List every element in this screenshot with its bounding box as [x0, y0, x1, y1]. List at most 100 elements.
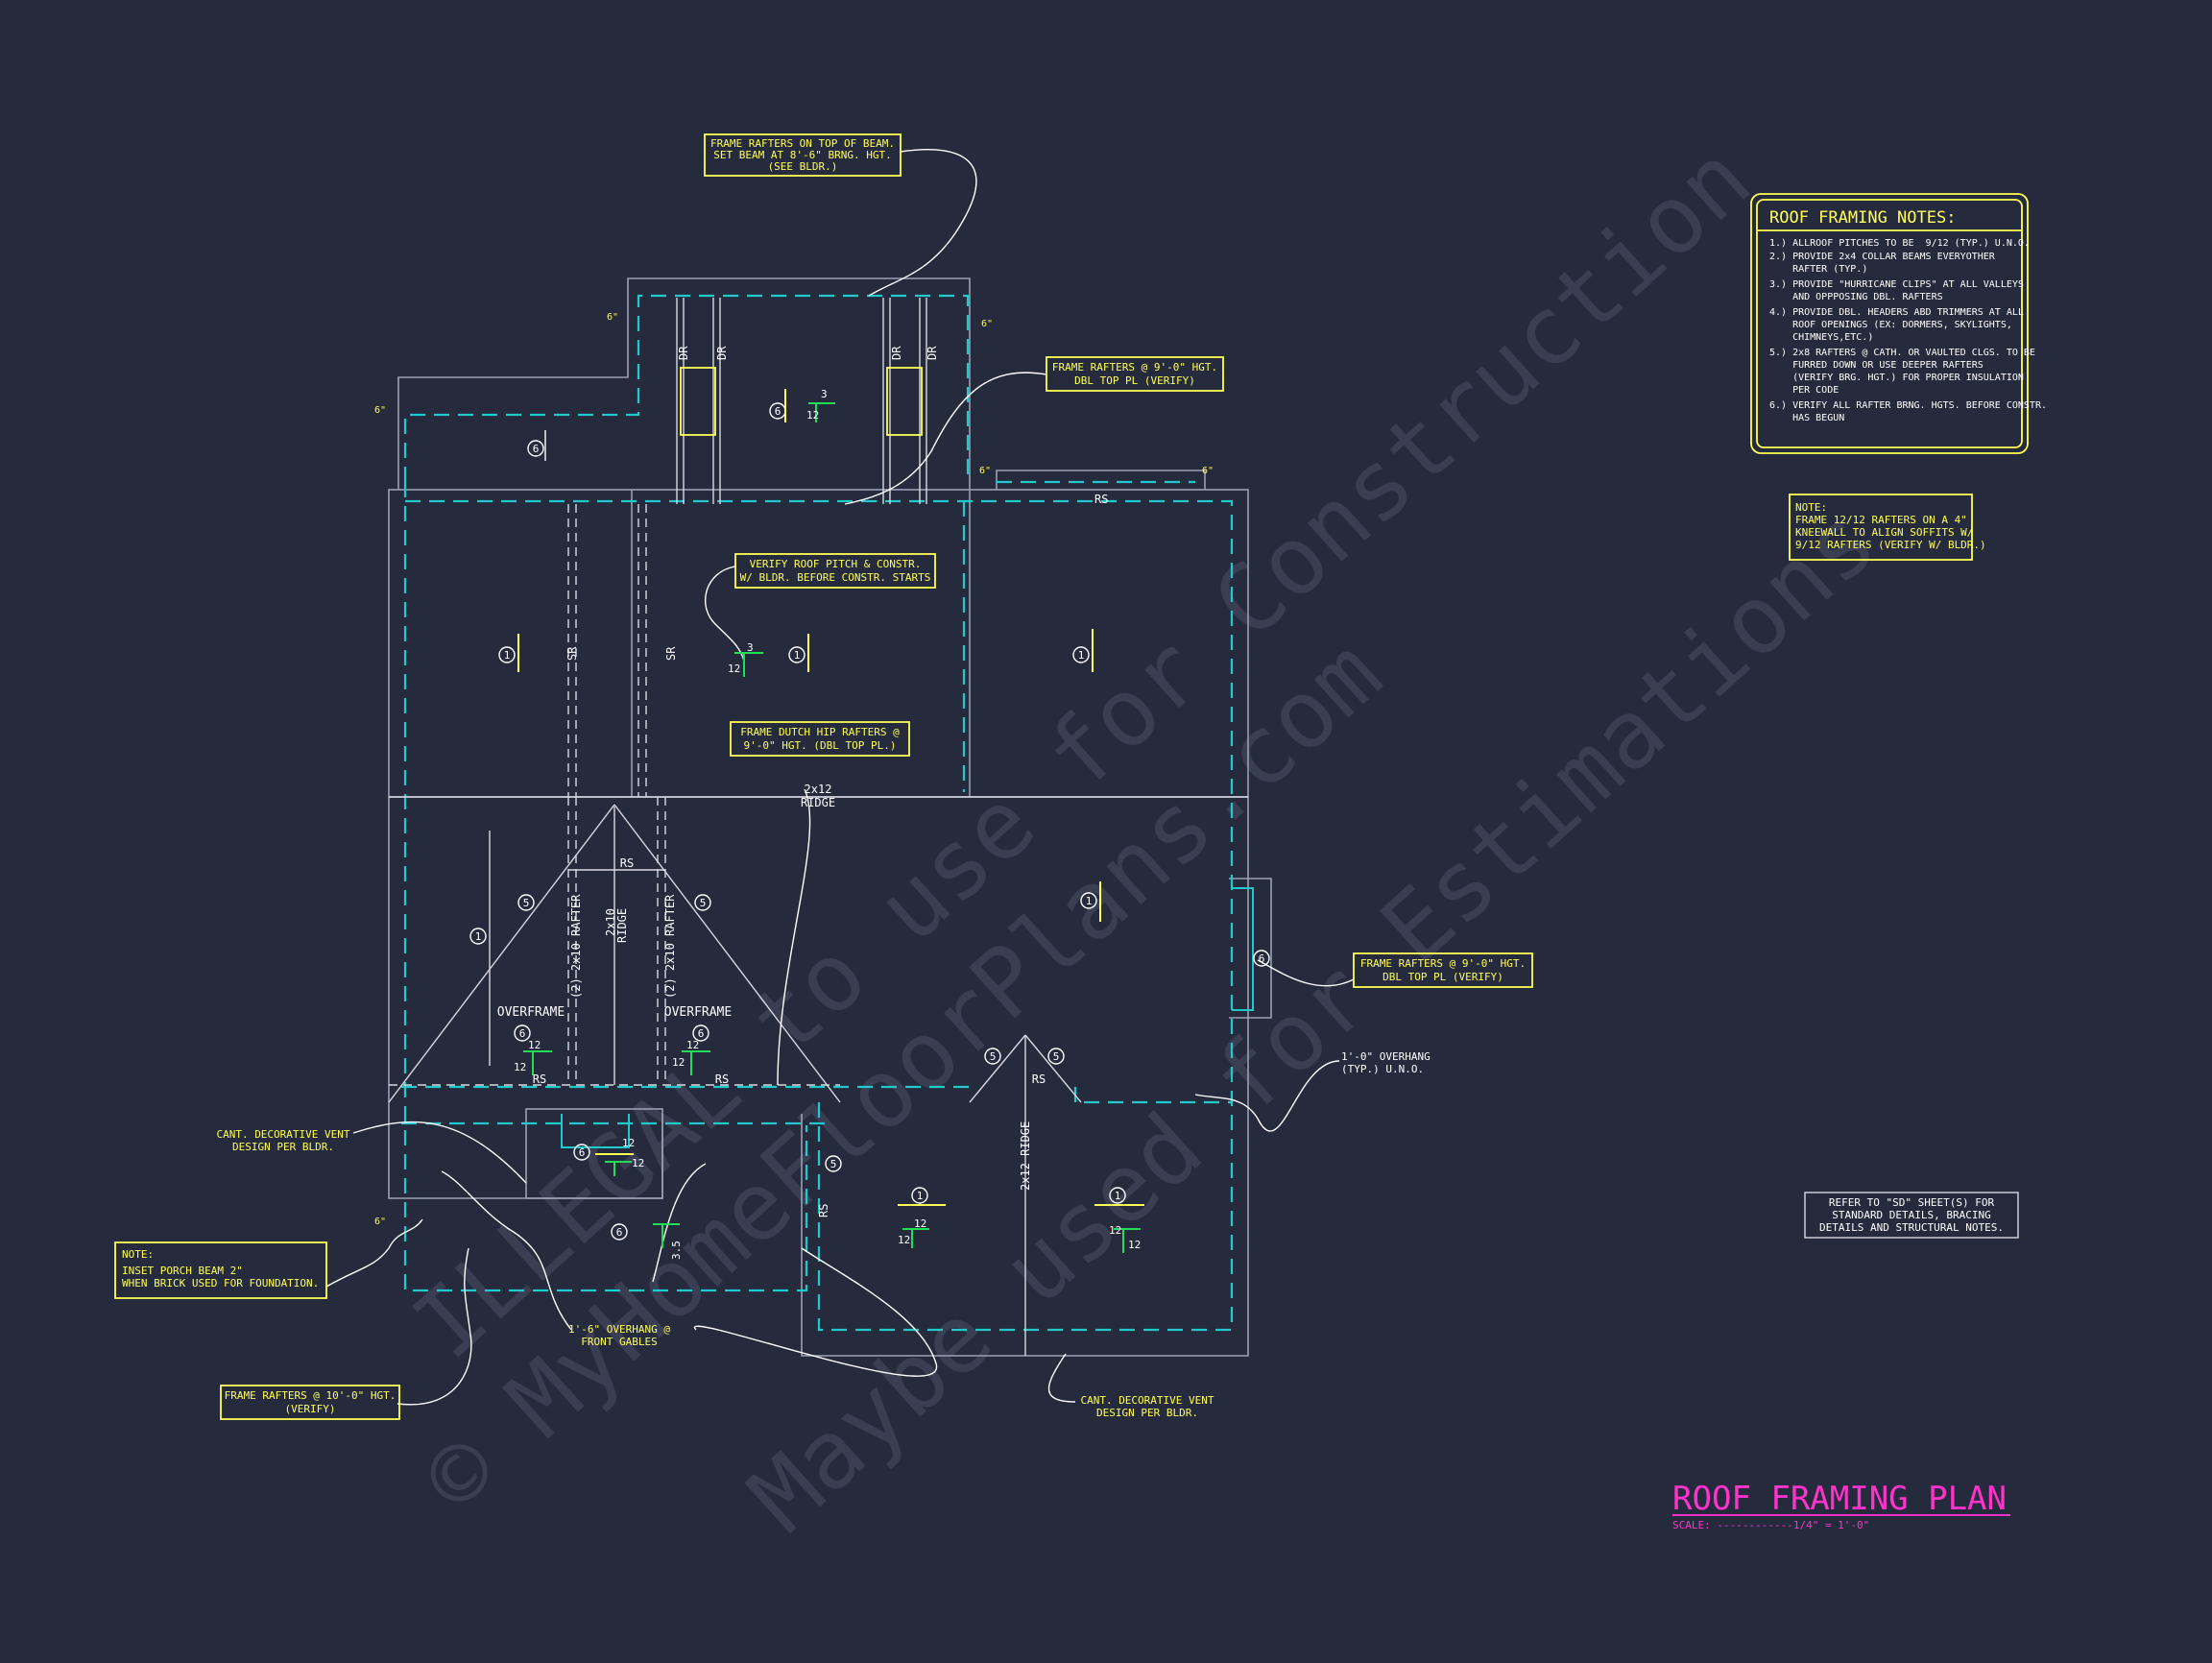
pitch-symbol-1 [808, 402, 835, 422]
callout-beam: FRAME RAFTERS ON TOP OF BEAM. SET BEAM A… [704, 133, 902, 177]
pitch-tag-6-b: 6 [775, 405, 781, 418]
pitch-twelve: 12 [1128, 1239, 1141, 1251]
leader-frame10 [397, 1247, 472, 1406]
callout-dutch-hip-box [730, 721, 910, 757]
side-bay-outline [1229, 878, 1272, 1019]
pitch-tag-5-a: 5 [523, 897, 530, 909]
callout-beam-line-3: (SEE BLDR.) [768, 160, 838, 173]
pitch-tag-1-b: 1 [794, 649, 801, 662]
pitch-tag-1-c: 1 [1078, 649, 1085, 662]
leader-frame9-right [1257, 959, 1355, 987]
pitch-twelve: 12 [514, 1061, 526, 1073]
pitch-tag-1-d: 1 [475, 930, 482, 943]
pitch-tag-circle [1080, 892, 1097, 909]
pitch-symbol-8 [1114, 1228, 1141, 1253]
six-inch-mark-2: 6" [374, 405, 386, 416]
overframe-label-left: OVERFRAME [497, 1005, 565, 1020]
rs-label-top: RS [1094, 493, 1108, 506]
leader-verify-pitch [705, 566, 745, 662]
pitch-symbol-3 [523, 1050, 552, 1075]
plan-title: ROOF FRAMING PLAN [1672, 1480, 2007, 1518]
callout-frame9-right-line-1: FRAME RAFTERS @ 9'-0" HGT. [1360, 957, 1526, 970]
pitch-tag-circle [984, 1048, 1001, 1065]
six-inch-mark-1: 6" [607, 312, 618, 323]
pitch-tag-1-a: 1 [504, 649, 511, 662]
leader-cant-left [352, 1121, 527, 1184]
kneewall-note-line-2: FRAME 12/12 RAFTERS ON A 4" [1795, 514, 1967, 526]
pitch-tag-6-a: 6 [533, 443, 540, 455]
note-line: RAFTER (TYP.) [1769, 264, 1867, 275]
note-line: ROOF OPENINGS (EX: DORMERS, SKYLIGHTS, [1769, 320, 2012, 330]
note-line: HAS BEGUN [1769, 413, 1844, 423]
pitch-three: 3 [747, 641, 754, 654]
callout-beam-box [704, 133, 902, 177]
pitch-twelve: 12 [528, 1039, 541, 1051]
leader-beam [868, 149, 977, 297]
six-inch-mark-5: 6" [1202, 466, 1214, 476]
pitch-tag-circle [692, 1024, 709, 1042]
callout-frame10-line-2: (VERIFY) [285, 1403, 336, 1415]
note-line: 4.) PROVIDE DBL. HEADERS ABD TRIMMERS AT… [1769, 307, 2024, 318]
leader-ridge [777, 788, 811, 1086]
small-bump-outline [996, 470, 1206, 490]
leader-lines [325, 149, 1355, 1406]
refer-note: REFER TO "SD" SHEET(S) FOR STANDARD DETA… [1804, 1192, 2019, 1239]
note-line: PER CODE [1769, 385, 1839, 396]
plan-title-block: ROOF FRAMING PLAN SCALE: ------------1/4… [1672, 1480, 2010, 1531]
pitch-tag-6-f: 6 [616, 1226, 623, 1239]
pitch-twelve: 12 [622, 1137, 635, 1149]
rs-label-vertical: RS [817, 1204, 830, 1217]
callout-dutch-hip-line-1: FRAME DUTCH HIP RAFTERS @ [740, 726, 900, 738]
callout-overhang-typ: 1'-0" OVERHANG (TYP.) U.N.O. [1341, 1050, 1431, 1075]
leader-cant-bottom [1047, 1353, 1076, 1403]
kneewall-note-line-3: KNEEWALL TO ALIGN SOFFITS W/ [1795, 526, 1973, 539]
callout-frame10-box [220, 1385, 400, 1420]
note-line: 3.) PROVIDE "HURRICANE CLIPS" AT ALL VAL… [1769, 279, 2024, 290]
rs-label-gable: RS [1032, 1073, 1046, 1086]
leader-overhang-typ [1194, 1060, 1340, 1132]
dr-label-3: DR [890, 346, 903, 360]
beam-box-right [886, 367, 923, 436]
beam-box-left [680, 367, 716, 436]
refer-note-line-3: DETAILS AND STRUCTURAL NOTES. [1819, 1221, 2004, 1234]
callout-cant-left-line-1: CANT. DECORATIVE VENT [216, 1128, 349, 1141]
inset-plate [561, 1114, 630, 1148]
callout-cant-bottom: CANT. DECORATIVE VENT DESIGN PER BLDR. [1080, 1394, 1214, 1419]
six-inch-mark-6: 6" [374, 1217, 386, 1227]
plan-scale: SCALE: ------------1/4" = 1'-0" [1672, 1519, 1869, 1531]
notes-panel-outer [1750, 193, 2029, 454]
pitch-tag-5-b: 5 [700, 897, 707, 909]
pitch-twelve: 12 [1109, 1224, 1121, 1237]
note-line: 2.) PROVIDE 2x4 COLLAR BEAMS EVERYOTHER [1769, 252, 1996, 262]
callout-verify-pitch-box [734, 553, 936, 589]
pitch-tag-circle [527, 440, 544, 457]
kneewall-note-box [1789, 494, 1973, 561]
pitch-twelve: 12 [914, 1217, 926, 1230]
leader-frame9-top [844, 372, 1047, 505]
sr-label-2: SR [664, 646, 678, 661]
callout-dutch-hip-line-2: 9'-0" HGT. (DBL TOP PL.) [744, 739, 897, 752]
pitch-markers: 6 6 12 3 1 1 1 12 3 1 5 5 1 6 12 [469, 388, 1270, 1253]
pitch-tag-1-g: 1 [1115, 1190, 1121, 1202]
pitch-symbol-6 [653, 1223, 680, 1248]
callout-verify-pitch-line-1: VERIFY ROOF PITCH & CONSTR. [750, 558, 922, 570]
pitch-tag-circle [517, 894, 535, 911]
refer-note-line-2: STANDARD DETAILS, BRACING [1832, 1209, 1991, 1221]
callout-frame9-right: FRAME RAFTERS @ 9'-0" HGT. DBL TOP PL (V… [1353, 952, 1533, 988]
pitch-three: 3 [821, 388, 828, 400]
pitch-tag-6-c: 6 [519, 1027, 526, 1040]
pitch-tag-circle [514, 1024, 531, 1042]
rs-label-lower-mid: RS [715, 1073, 729, 1086]
note-line: 6.) VERIFY ALL RAFTER BRNG. HGTS. BEFORE… [1769, 400, 2047, 411]
gable-hip-right [1024, 1034, 1082, 1103]
sr-label-1: SR [565, 646, 579, 661]
callout-frame9-right-line-2: DBL TOP PL (VERIFY) [1382, 971, 1503, 983]
pitch-symbol-2 [734, 652, 763, 677]
pitch-twelve: 12 [632, 1157, 644, 1169]
callout-dutch-hip: FRAME DUTCH HIP RAFTERS @ 9'-0" HGT. (DB… [730, 721, 910, 757]
pitch-tag-5-e: 5 [830, 1158, 837, 1170]
callout-frame9-top-line-2: DBL TOP PL (VERIFY) [1074, 374, 1195, 387]
pitch-tag-circle [1253, 950, 1270, 967]
pitch-tag-circle [788, 646, 805, 663]
pitch-3-5-label: 3.5 [670, 1241, 683, 1260]
